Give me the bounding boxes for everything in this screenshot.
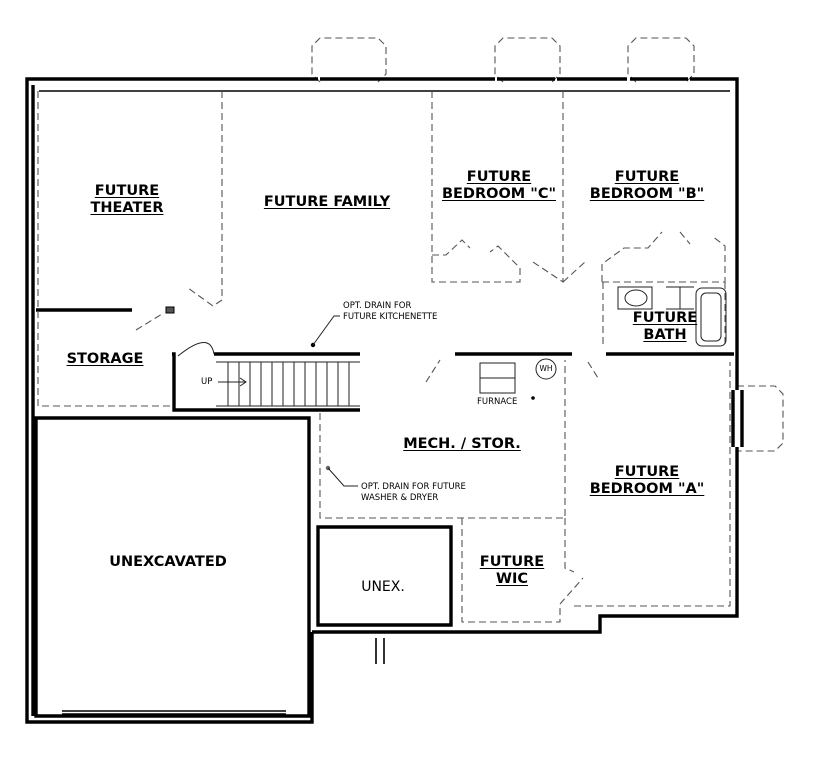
stairs xyxy=(177,342,360,407)
room-family-label: FUTURE FAMILY xyxy=(263,194,391,210)
exterior-walls xyxy=(25,77,744,724)
washer-note-line1: OPT. DRAIN FOR FUTURE xyxy=(361,482,466,492)
bedroom-c-line2: BEDROOM "C" xyxy=(441,186,557,202)
bath-line1: FUTURE xyxy=(632,310,698,326)
room-bath-label: FUTURE BATH xyxy=(633,310,697,344)
room-bedroom-c-label: FUTURE BEDROOM "C" xyxy=(442,169,556,203)
future-partitions xyxy=(37,91,731,623)
washer-note-line2: WASHER & DRYER xyxy=(361,493,439,503)
interior-walls xyxy=(36,306,734,412)
bedroom-b-line2: BEDROOM "B" xyxy=(589,186,705,202)
room-bedroom-b-label: FUTURE BEDROOM "B" xyxy=(590,169,704,203)
bedroom-a-line2: BEDROOM "A" xyxy=(589,481,705,497)
stairs-up-label: UP xyxy=(201,377,213,387)
kitchenette-drain-note: OPT. DRAIN FOR FUTURE KITCHENETTE xyxy=(343,301,437,323)
window-bays xyxy=(311,37,784,452)
room-storage-label: STORAGE xyxy=(66,351,144,367)
wic-line1: FUTURE xyxy=(479,554,545,570)
room-theater-label: FUTURE THEATER xyxy=(91,183,164,217)
bath-fixtures xyxy=(617,286,727,347)
theater-line2: THEATER xyxy=(90,200,164,216)
room-unexcavated-label: UNEXCAVATED xyxy=(109,554,227,570)
furnace-label: FURNACE xyxy=(477,397,518,407)
room-wic-label: FUTURE WIC xyxy=(480,554,544,588)
wic-line2: WIC xyxy=(495,571,529,587)
washer-drain-note: OPT. DRAIN FOR FUTURE WASHER & DRYER xyxy=(361,482,466,504)
unexcavated-block xyxy=(34,416,453,718)
room-unex-label: UNEX. xyxy=(361,579,405,595)
bedroom-a-line1: FUTURE xyxy=(614,464,680,480)
kitchenette-note-line2: FUTURE KITCHENETTE xyxy=(343,312,438,322)
bedroom-c-line1: FUTURE xyxy=(466,169,532,185)
room-bedroom-a-label: FUTURE BEDROOM "A" xyxy=(590,464,705,498)
bath-line2: BATH xyxy=(643,327,687,343)
room-mech-label: MECH. / STOR. xyxy=(403,436,521,452)
bedroom-b-line1: FUTURE xyxy=(614,169,680,185)
mechanical xyxy=(310,315,557,487)
kitchenette-note-line1: OPT. DRAIN FOR xyxy=(343,301,412,311)
water-heater-label: WH xyxy=(539,364,553,373)
theater-line1: FUTURE xyxy=(94,183,160,199)
